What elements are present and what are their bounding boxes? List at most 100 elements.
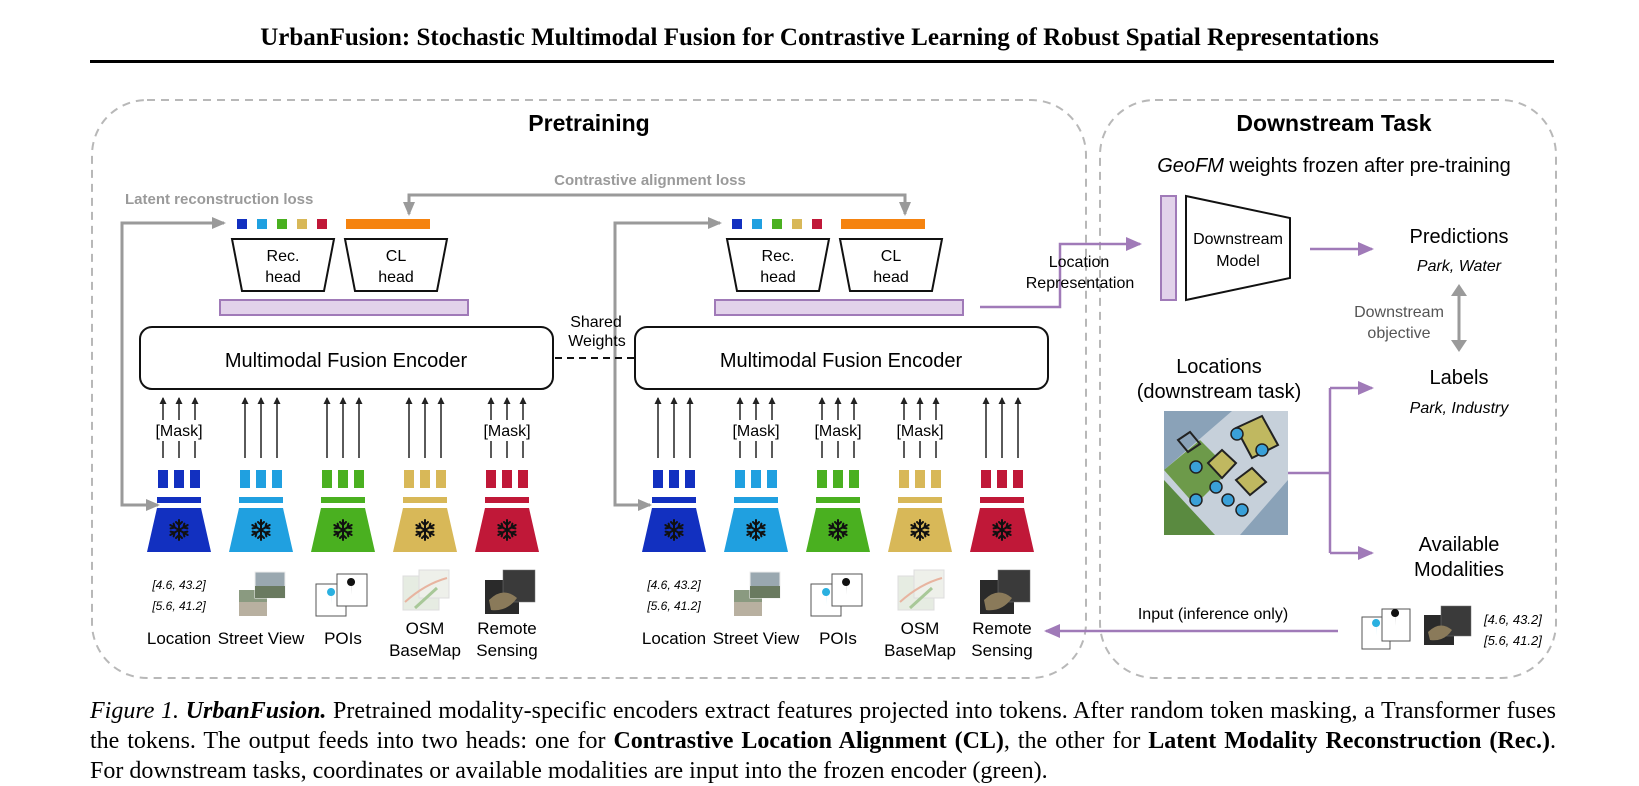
modality-token [502, 470, 512, 488]
modality-label: POIs [819, 629, 857, 648]
contrastive-loss-bracket [407, 193, 907, 213]
available-line1: Available [1419, 534, 1500, 556]
projection-bar [734, 497, 778, 503]
rec-token [752, 219, 762, 229]
modality-label: POIs [324, 629, 362, 648]
poi-thumbnail [810, 573, 863, 617]
modality-label-2: Sensing [476, 641, 537, 660]
modality-token [486, 470, 496, 488]
modality-token [1013, 470, 1023, 488]
poi-thumbnail [315, 573, 368, 617]
downstream-panel [1099, 99, 1557, 679]
modality-label-1: Remote [972, 619, 1032, 638]
cl-head [838, 238, 944, 292]
pretraining-panel [91, 99, 1087, 679]
modality-label-1: OSM [406, 619, 445, 638]
modality-token [767, 470, 777, 488]
rec-token [772, 219, 782, 229]
modality-label-1: Remote [477, 619, 537, 638]
downstream-coord-1: [4.6, 43.2] [1483, 612, 1542, 627]
downstream-model-line1: Downstream [1193, 231, 1283, 248]
modality-column: [Mask]Street View [713, 397, 800, 648]
modality-token [849, 470, 859, 488]
modality-token [322, 470, 332, 488]
osm-thumbnail [402, 569, 450, 611]
figure-caption: Figure 1. UrbanFusion. Pretrained modali… [90, 696, 1556, 786]
shared-weights-line2: Weights [568, 333, 626, 350]
title-rule [90, 60, 1554, 63]
fusion-encoder [139, 326, 554, 390]
modality-token [420, 470, 430, 488]
modality-token [997, 470, 1007, 488]
modality-label: Street View [218, 629, 305, 648]
modality-token [518, 470, 528, 488]
location-repr-line1: Location [1049, 254, 1110, 271]
modality-label-2: BaseMap [389, 641, 461, 660]
caption-text-1: Pretrained modality-specific encoders ex… [90, 698, 1556, 754]
output-embedding [219, 299, 469, 316]
projection-bar [816, 497, 860, 503]
frozen-weights-note: GeoFM weights frozen after pre-training [1157, 155, 1511, 177]
objective-line2: objective [1367, 325, 1430, 342]
cl-head-label-2: head [873, 269, 909, 286]
rec-head-label-2: head [265, 269, 301, 286]
modality-column: [Mask][4.6, 43.2][5.6, 41.2]Location [147, 397, 211, 648]
fusion-encoder [634, 326, 1049, 390]
paper-title: UrbanFusion: Stochastic Multimodal Fusio… [260, 24, 1379, 51]
frozen-embedding-bar [1160, 195, 1177, 301]
rec-head [725, 238, 831, 292]
cl-token [841, 219, 925, 229]
projection-bar [980, 497, 1024, 503]
caption-bold-2: Latent Modality Reconstruction (Rec.) [1148, 728, 1550, 754]
rec-token [257, 219, 267, 229]
projection-bar [403, 497, 447, 503]
rec-head-label-1: Rec. [267, 248, 300, 265]
modality-token [751, 470, 761, 488]
fusion-encoder-label: Multimodal Fusion Encoder [720, 350, 963, 372]
coord-1: [4.6, 43.2] [151, 578, 206, 592]
contrastive-loss-label: Contrastive alignment loss [554, 172, 746, 189]
projection-bar [321, 497, 365, 503]
rec-head [230, 238, 336, 292]
mask-label: [Mask] [483, 423, 530, 440]
caption-name: UrbanFusion. [185, 698, 327, 724]
rec-head-label-1: Rec. [762, 248, 795, 265]
modality-token [436, 470, 446, 488]
cl-head-label-1: CL [386, 248, 407, 265]
rec-token [732, 219, 742, 229]
street-view-thumbnail [734, 571, 781, 616]
remote-sensing-thumbnail-downstream [1424, 605, 1472, 645]
available-line2: Modalities [1414, 559, 1504, 581]
modality-column: POIs [311, 397, 375, 648]
modality-label: Street View [713, 629, 800, 648]
modality-token [653, 470, 663, 488]
modality-token [915, 470, 925, 488]
caption-text-2: , the other for [1003, 728, 1149, 754]
caption-lead: Figure 1. [90, 698, 180, 724]
poi-thumbnail-downstream [1361, 608, 1411, 650]
modality-token [833, 470, 843, 488]
projection-bar [239, 497, 283, 503]
latent-loss-label: Latent reconstruction loss [125, 191, 313, 208]
output-embedding [714, 299, 964, 316]
cl-token [346, 219, 430, 229]
modality-token [272, 470, 282, 488]
modality-token [899, 470, 909, 488]
coord-2: [5.6, 41.2] [151, 599, 206, 613]
downstream-model-line2: Model [1216, 253, 1260, 270]
remote-sensing-thumbnail [980, 569, 1031, 614]
objective-line1: Downstream [1354, 304, 1444, 321]
projection-bar [652, 497, 696, 503]
shared-weights-line1: Shared [570, 314, 622, 331]
mask-label: [Mask] [814, 423, 861, 440]
figure-1: Pretraining Downstream Task Contrastive … [91, 99, 1557, 679]
downstream-title: Downstream Task [1236, 110, 1431, 136]
modality-column: [4.6, 43.2][5.6, 41.2]Location [642, 397, 706, 648]
labels-example: Park, Industry [1410, 400, 1510, 417]
modality-token [354, 470, 364, 488]
